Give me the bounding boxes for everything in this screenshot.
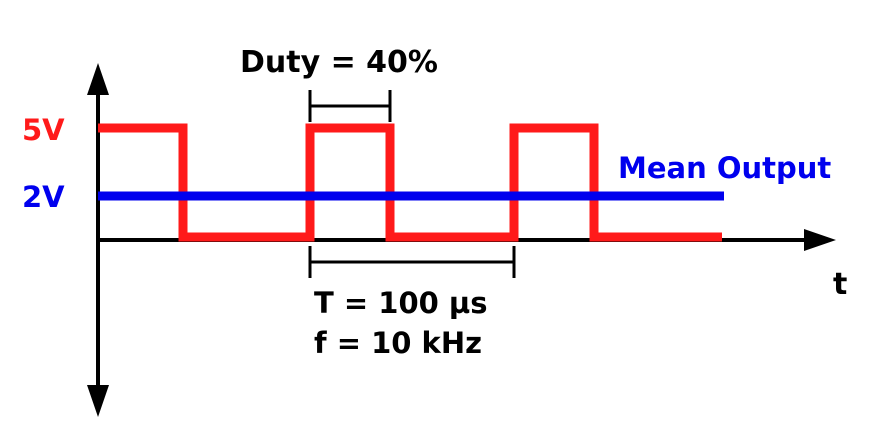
pwm-signal-wave — [98, 123, 722, 242]
period-label: T = 100 µs — [314, 286, 488, 320]
y-axis-up-arrow — [87, 63, 109, 95]
mean-voltage-label: 2V — [22, 180, 65, 214]
y-axis-down-arrow — [87, 385, 109, 417]
high-voltage-label: 5V — [22, 113, 65, 147]
time-axis-arrow — [804, 229, 836, 251]
mean-output-label: Mean Output — [618, 151, 831, 185]
time-axis-label: t — [833, 267, 847, 302]
frequency-label: f = 10 kHz — [314, 326, 482, 360]
duty-label: Duty = 40% — [240, 45, 438, 80]
